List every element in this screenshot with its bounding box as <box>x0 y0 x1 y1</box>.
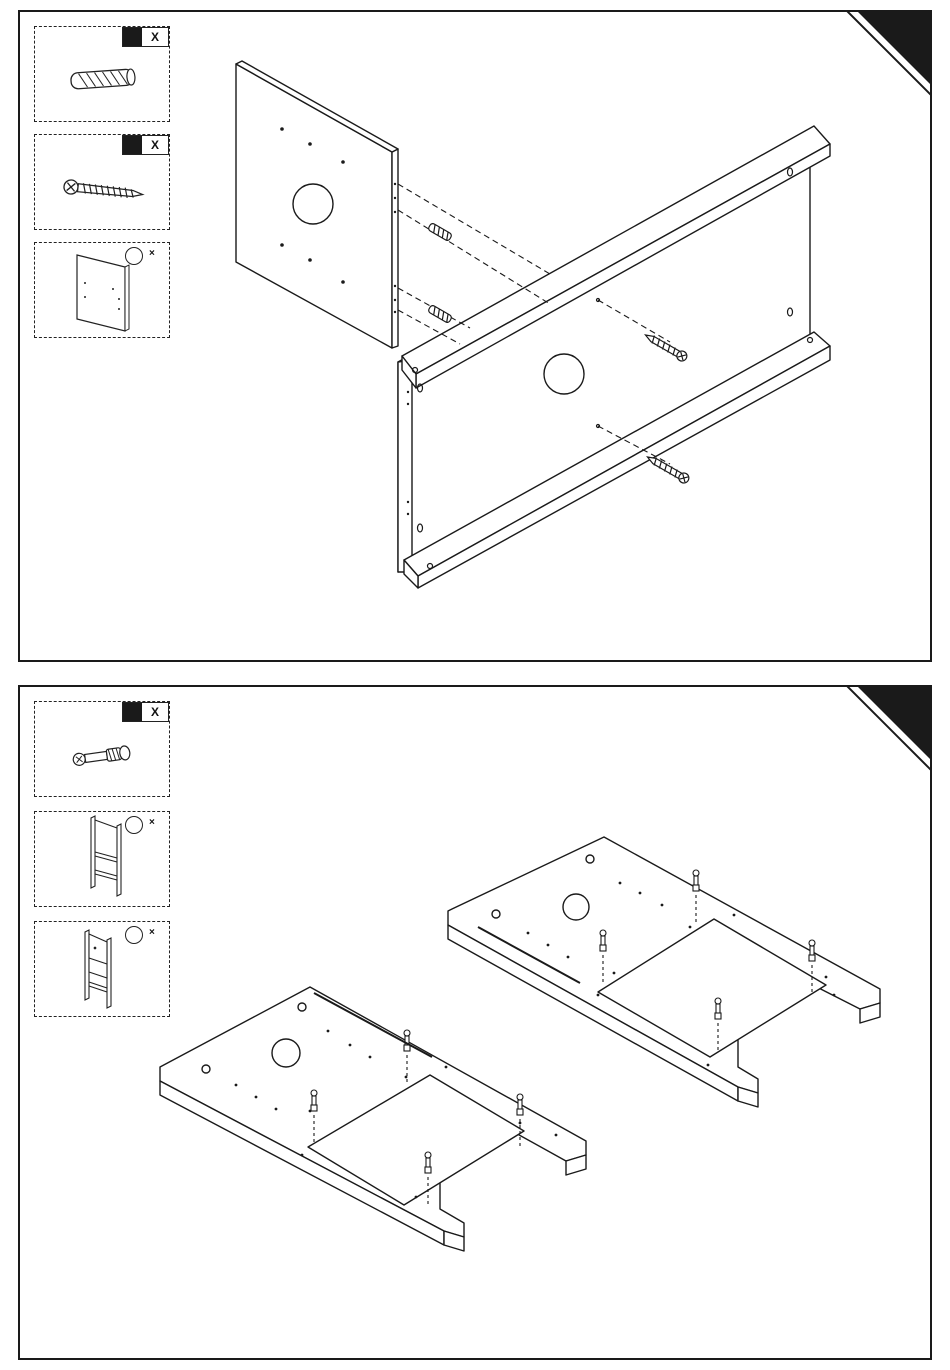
step-2-panel: X × <box>18 685 932 1360</box>
step-1-panel: X X × <box>18 10 932 662</box>
frame-back <box>448 837 880 1107</box>
side-panel-edge <box>392 149 398 348</box>
step-1-assembly-illustration <box>20 12 932 662</box>
step-2-assembly-illustration <box>20 687 932 1360</box>
frame-front <box>160 987 586 1251</box>
back-panel-edge <box>398 360 412 572</box>
